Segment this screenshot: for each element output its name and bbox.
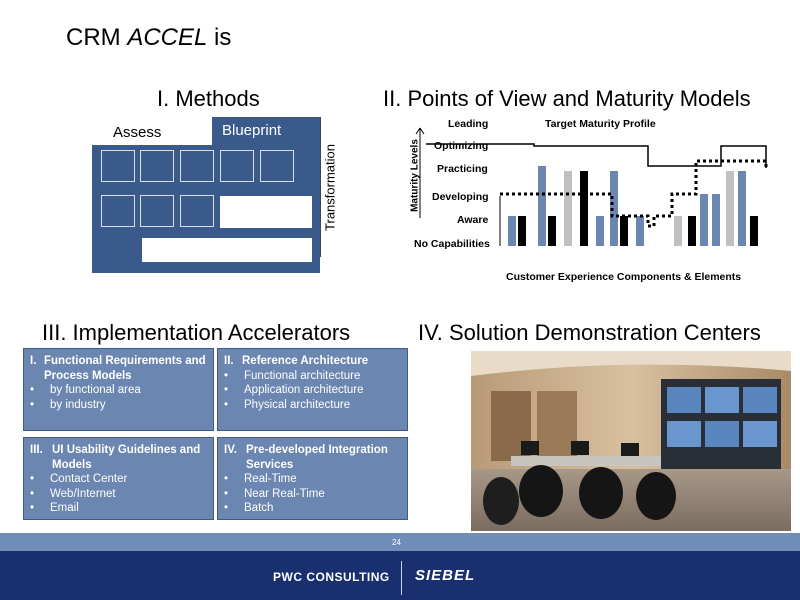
demo-center-photo (471, 351, 791, 531)
accelerator-heading: UI Usability Guidelines and Models (52, 444, 201, 471)
level-aware: Aware (457, 214, 489, 226)
maturity-y-axis-label: Maturity Levels (409, 139, 421, 212)
level-optimizing: Optimizing (434, 140, 489, 152)
accelerator-item: Email (50, 502, 79, 514)
footer-divider (401, 561, 402, 595)
level-no-capabilities: No Capabilities (414, 238, 490, 250)
title-suffix: is (207, 24, 232, 51)
accelerator-item: Physical architecture (244, 398, 351, 411)
accelerator-item: Web/Internet (50, 487, 116, 500)
accelerator-box-functional: I. Functional Requirements and Process Mo… (23, 348, 214, 431)
implementation-heading: III. Implementation Accelerators (42, 320, 351, 345)
diagram-cell (101, 150, 135, 182)
page-number: 24 (392, 538, 401, 547)
accelerator-item: Application architecture (244, 384, 364, 396)
diagram-cell (260, 150, 294, 182)
title-prefix: CRM (66, 24, 128, 51)
footer-stripe (0, 533, 800, 551)
accelerator-heading: Reference Architecture (242, 355, 369, 367)
title-emphasis: ACCEL (127, 24, 208, 51)
diagram-cell (101, 195, 135, 227)
accelerator-number: II. (224, 355, 234, 367)
accelerator-item: Functional architecture (244, 369, 361, 382)
demo-centers-heading: IV. Solution Demonstration Centers (418, 320, 761, 345)
accelerator-item: by functional area (50, 384, 141, 396)
accelerator-number: IV. (224, 444, 238, 456)
accelerator-item: by industry (50, 398, 106, 411)
diagram-cell-wide (220, 196, 312, 228)
diagram-cell (180, 150, 214, 182)
level-practicing: Practicing (437, 163, 488, 175)
page-title: CRM ACCEL is (66, 24, 231, 52)
maturity-chart (415, 127, 768, 246)
diagram-cell (220, 150, 254, 182)
accelerator-heading: Functional Requirements and Process Mode… (44, 355, 206, 382)
target-maturity-legend: Target Maturity Profile (545, 118, 656, 130)
level-leading: Leading (448, 118, 489, 130)
assess-label: Assess (113, 124, 162, 141)
accelerator-item: Contact Center (50, 473, 128, 485)
diagram-bar (142, 238, 312, 262)
transformation-label: Transformation (322, 144, 338, 231)
accelerator-number: I. (30, 355, 37, 367)
diagram-cell (140, 195, 174, 227)
accelerator-item: Real-Time (244, 473, 297, 485)
accelerator-number: III. (30, 444, 43, 456)
level-developing: Developing (432, 191, 489, 203)
points-of-view-heading: II. Points of View and Maturity Models (383, 86, 751, 111)
diagram-cell (180, 195, 214, 227)
assess-tab (92, 117, 212, 145)
accelerator-box-reference: II.Reference Architecture •Functional ar… (217, 348, 408, 431)
accelerator-item: Near Real-Time (244, 487, 325, 500)
transformation-bar (320, 117, 338, 257)
accelerator-box-ui: III.UI Usability Guidelines and Models •… (23, 437, 214, 520)
accelerator-item: Batch (244, 502, 274, 514)
footer-bar (0, 551, 800, 600)
chart-x-axis-label: Customer Experience Components & Element… (506, 271, 742, 283)
pwc-logo: PWC CONSULTING (273, 570, 390, 584)
accelerator-heading: Pre-developed Integration Services (246, 444, 388, 471)
methods-heading: I. Methods (157, 86, 260, 111)
siebel-logo: SIEBEL (415, 567, 476, 584)
blueprint-label: Blueprint (222, 122, 282, 139)
diagram-cell (140, 150, 174, 182)
chart-bars (508, 166, 758, 246)
accelerator-box-integration: IV.Pre-developed Integration Services •R… (217, 437, 408, 520)
